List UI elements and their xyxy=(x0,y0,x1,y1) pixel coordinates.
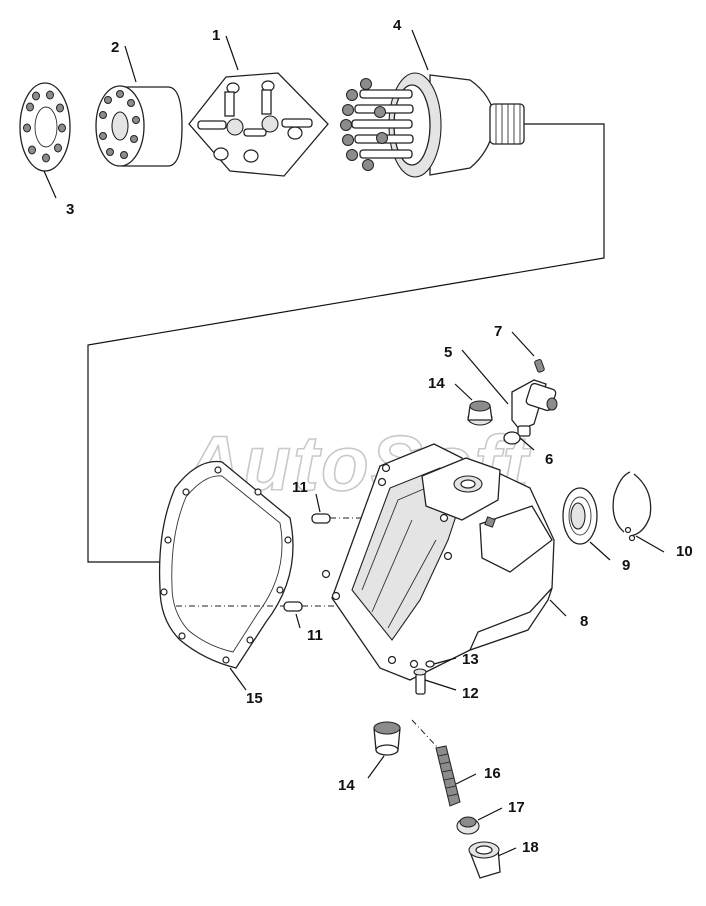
part-11-dowel-pin-upper xyxy=(311,513,331,524)
callout-6: 6 xyxy=(545,451,553,468)
part-1-retaining-plate xyxy=(188,72,329,177)
callout-13: 13 xyxy=(462,651,479,668)
part-17-nut xyxy=(456,816,480,835)
leader-14-upper xyxy=(454,383,473,401)
callout-17: 17 xyxy=(508,799,525,816)
callout-18: 18 xyxy=(522,839,539,856)
leader-4 xyxy=(411,29,429,71)
leader-17 xyxy=(477,807,503,821)
part-14-plug-upper xyxy=(467,400,493,426)
leader-7 xyxy=(511,331,535,357)
callout-14-upper: 14 xyxy=(428,375,445,392)
callout-10: 10 xyxy=(676,543,693,560)
part-6-o-ring xyxy=(503,431,521,445)
callout-3: 3 xyxy=(66,201,74,218)
leader-13 xyxy=(433,657,457,665)
part-3-valve-plate xyxy=(19,82,71,172)
callout-4: 4 xyxy=(393,17,402,34)
part-14-plug-lower xyxy=(373,721,401,756)
callout-11-lower: 11 xyxy=(307,627,323,644)
leader-18 xyxy=(497,847,517,857)
callout-15: 15 xyxy=(246,690,263,707)
leader-9 xyxy=(589,541,611,561)
leader-11-lower xyxy=(295,613,301,629)
leader-6 xyxy=(519,437,535,451)
centerline-stud xyxy=(411,719,439,749)
callout-2: 2 xyxy=(111,39,119,56)
callout-8: 8 xyxy=(580,613,588,630)
part-4-drive-shaft xyxy=(340,72,525,178)
part-18-cap-nut xyxy=(468,841,501,879)
part-11-dowel-pin-lower xyxy=(283,601,303,612)
leader-14-lower xyxy=(367,755,385,779)
assembly-connector-line xyxy=(87,123,605,563)
part-15-gasket xyxy=(158,460,294,669)
part-9-shaft-seal xyxy=(562,487,598,545)
part-2-cylinder-block xyxy=(95,85,183,167)
callout-9: 9 xyxy=(622,557,630,574)
callout-16: 16 xyxy=(484,765,501,782)
leader-5 xyxy=(461,349,509,405)
callout-12: 12 xyxy=(462,685,479,702)
callout-5: 5 xyxy=(444,344,452,361)
part-5-sensor xyxy=(511,379,558,437)
callout-1: 1 xyxy=(212,27,220,44)
part-7-screw xyxy=(534,359,545,373)
leader-3 xyxy=(43,170,57,199)
leader-8 xyxy=(549,599,567,617)
callout-11-upper: 11 xyxy=(292,479,308,496)
callout-14-lower: 14 xyxy=(338,777,355,794)
part-12-screw xyxy=(413,668,427,695)
leader-11-upper xyxy=(315,493,321,513)
callout-7: 7 xyxy=(494,323,502,340)
leader-1 xyxy=(225,35,239,71)
part-13-small-plug xyxy=(425,660,435,668)
part-10-retaining-ring xyxy=(612,471,652,542)
leader-15 xyxy=(229,667,247,691)
part-8-housing xyxy=(321,443,555,681)
leader-16 xyxy=(455,773,477,785)
leader-2 xyxy=(124,45,137,83)
part-16-threaded-stud xyxy=(435,745,461,807)
leader-12 xyxy=(424,679,457,691)
leader-10 xyxy=(635,535,665,553)
